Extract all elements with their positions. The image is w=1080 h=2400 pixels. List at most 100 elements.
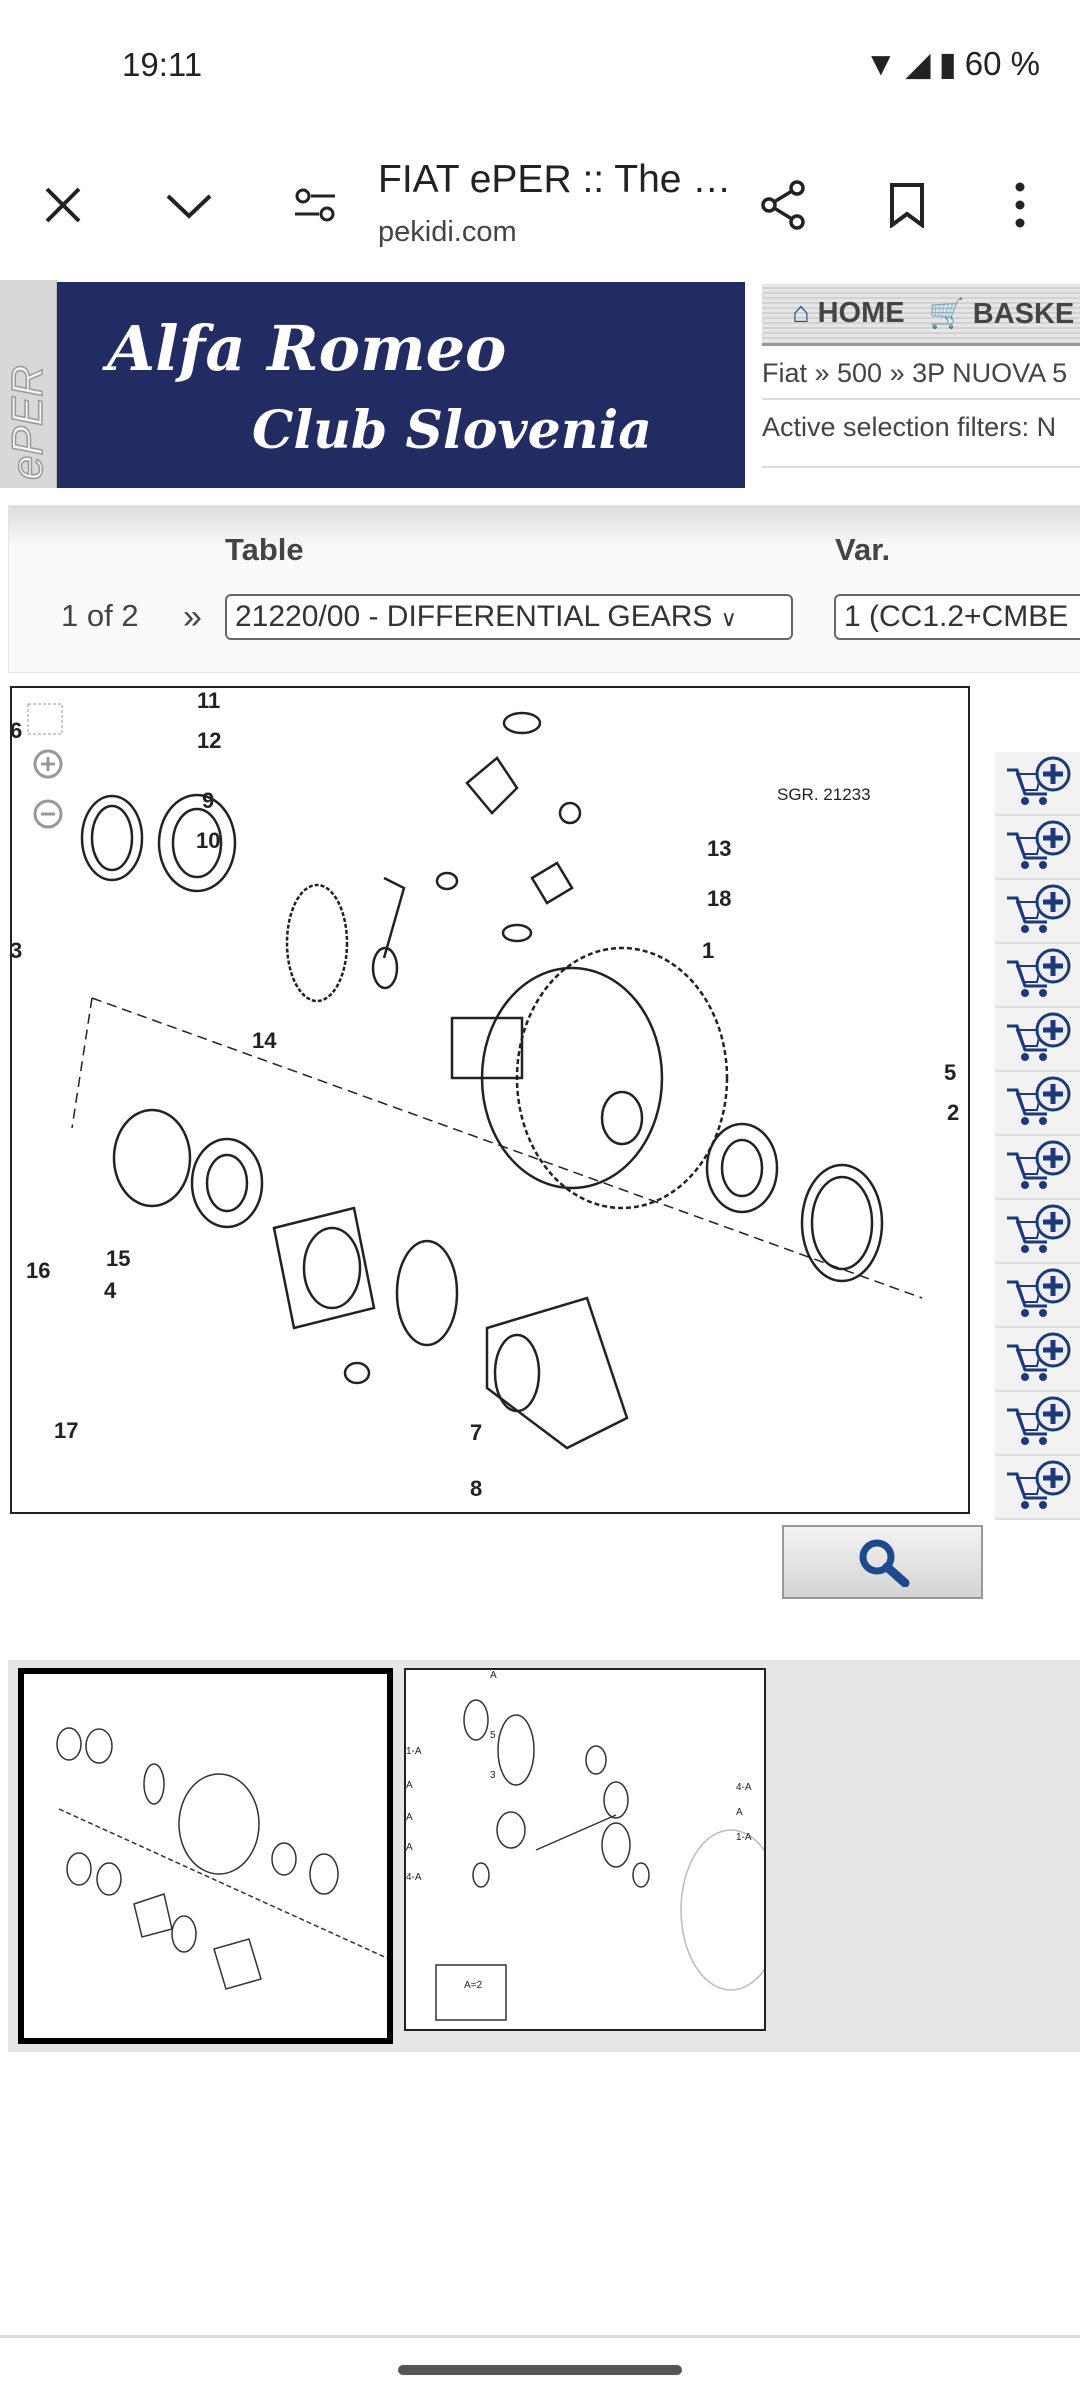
- thumb-callout: A: [736, 1807, 743, 1818]
- cart-plus-icon: [1006, 1140, 1070, 1189]
- add-to-cart-button[interactable]: [995, 752, 1080, 816]
- active-filters: Active selection filters: N: [762, 412, 1057, 442]
- cart-plus-icon: [1006, 1396, 1070, 1445]
- cart-plus-icon: [1006, 948, 1070, 997]
- add-to-cart-button[interactable]: [995, 1008, 1080, 1072]
- bookmark-icon[interactable]: [872, 170, 942, 240]
- page-indicator: 1 of 2: [61, 598, 139, 633]
- callout-label[interactable]: 5: [944, 1060, 956, 1085]
- thumb-callout: 1-A: [406, 1746, 422, 1757]
- callout-label[interactable]: 7: [470, 1420, 482, 1445]
- table-select[interactable]: 21220/00 - DIFFERENTIAL GEARS ∨: [225, 594, 793, 640]
- thumb-callout: 1-A: [736, 1832, 752, 1843]
- cart-icon: 🛒: [928, 297, 965, 330]
- cart-plus-icon: [1006, 1012, 1070, 1061]
- add-to-cart-button[interactable]: [995, 1072, 1080, 1136]
- reference-label: SGR. 21233: [777, 785, 871, 804]
- more-menu-icon[interactable]: [985, 170, 1055, 240]
- home-link[interactable]: ⌂ HOME: [792, 297, 905, 329]
- thumb-callout: 3: [490, 1770, 496, 1781]
- thumb-callout: A: [490, 1670, 497, 1681]
- add-to-cart-button[interactable]: [995, 816, 1080, 880]
- cart-plus-icon: [1006, 1076, 1070, 1125]
- callout-label[interactable]: 11: [197, 688, 220, 713]
- zoom-out-icon: [33, 799, 63, 829]
- gesture-handle[interactable]: [398, 2365, 682, 2375]
- nav-divider: [0, 2335, 1080, 2338]
- clock: 19:11: [122, 46, 203, 83]
- search-icon: [859, 1539, 909, 1587]
- callout-label[interactable]: 16: [26, 1258, 50, 1283]
- add-to-cart-column: [995, 752, 1080, 1520]
- var-label: Var.: [835, 532, 891, 567]
- page-title[interactable]: FIAT ePER :: The …: [378, 158, 732, 201]
- callout-label[interactable]: 2: [947, 1100, 959, 1125]
- cart-plus-icon: [1006, 1332, 1070, 1381]
- thumb-callout: A: [406, 1842, 413, 1853]
- divider: [762, 466, 1080, 468]
- callout-label[interactable]: 12: [197, 728, 221, 753]
- add-to-cart-button[interactable]: [995, 1264, 1080, 1328]
- callout-label[interactable]: 3: [10, 938, 22, 963]
- breadcrumb[interactable]: Fiat » 500 » 3P NUOVA 5: [762, 358, 1068, 388]
- thumb-callout: A=2: [464, 1980, 483, 1991]
- cart-plus-icon: [1006, 884, 1070, 933]
- callout-label[interactable]: 15: [106, 1246, 130, 1271]
- site-header: ePER Alfa Romeo Club Slovenia ⌂ HOME 🛒 B…: [0, 280, 1080, 490]
- callout-label[interactable]: 17: [54, 1418, 78, 1443]
- search-button[interactable]: [782, 1525, 983, 1599]
- zoom-in-icon: [33, 749, 63, 779]
- cart-plus-icon: [1006, 756, 1070, 805]
- callout-label[interactable]: 14: [252, 1028, 277, 1053]
- callout-label[interactable]: 13: [707, 836, 731, 861]
- callout-label[interactable]: 8: [470, 1476, 482, 1501]
- parts-diagram[interactable]: 11 12 9 10 13 18 1 14 5 2 15 4 16 17 7 8 6 3 SGR. 21233: [10, 686, 970, 1514]
- callout-label[interactable]: 1: [702, 938, 714, 963]
- share-icon[interactable]: [748, 170, 818, 240]
- callout-label[interactable]: 18: [707, 886, 731, 911]
- table-label: Table: [225, 532, 304, 567]
- add-to-cart-button[interactable]: [995, 1328, 1080, 1392]
- status-bar: 19:11 ▼ ◢ ▮ 60 %: [0, 0, 1080, 130]
- svg-text:ePER: ePER: [3, 365, 52, 480]
- thumb-callout: 5: [490, 1730, 496, 1741]
- thumb-callout: 4-A: [406, 1872, 422, 1883]
- next-table-link[interactable]: »: [183, 598, 202, 636]
- wifi-icon: ▼: [864, 44, 898, 82]
- table-selector: Table Var. 1 of 2 » 21220/00 - DIFFERENT…: [8, 505, 1080, 673]
- add-to-cart-button[interactable]: [995, 944, 1080, 1008]
- divider: [762, 398, 1080, 400]
- browser-toolbar: FIAT ePER :: The … pekidi.com: [0, 130, 1080, 280]
- thumb-callout: A: [406, 1780, 413, 1791]
- callout-label[interactable]: 4: [104, 1278, 117, 1303]
- variant-select[interactable]: 1 (CC1.2+CMBE: [834, 594, 1080, 640]
- add-to-cart-button[interactable]: [995, 1392, 1080, 1456]
- battery-icon: ▮: [938, 45, 957, 82]
- eper-logo: ePER: [0, 280, 57, 488]
- page-url[interactable]: pekidi.com: [378, 216, 517, 248]
- add-to-cart-button[interactable]: [995, 1136, 1080, 1200]
- chevron-down-icon: ∨: [720, 606, 737, 631]
- callout-label[interactable]: 6: [10, 718, 22, 743]
- callout-label[interactable]: 10: [196, 828, 220, 853]
- site-settings-icon[interactable]: [280, 170, 350, 240]
- home-icon: ⌂: [792, 297, 810, 329]
- cart-plus-icon: [1006, 1268, 1070, 1317]
- thumb-callout: 4-A: [736, 1782, 752, 1793]
- cart-plus-icon: [1006, 1204, 1070, 1253]
- zoom-controls[interactable]: [27, 703, 63, 829]
- club-logo[interactable]: Alfa Romeo Club Slovenia: [57, 282, 745, 488]
- add-to-cart-button[interactable]: [995, 880, 1080, 944]
- top-nav: ⌂ HOME 🛒 BASKE: [762, 284, 1080, 346]
- cart-plus-icon: [1006, 820, 1070, 869]
- add-to-cart-button[interactable]: [995, 1200, 1080, 1264]
- chevron-down-icon[interactable]: [154, 170, 224, 240]
- callout-label[interactable]: 9: [202, 788, 214, 813]
- add-to-cart-button[interactable]: [995, 1456, 1080, 1520]
- signal-icon: ◢: [905, 45, 931, 82]
- battery-level: 60 %: [964, 44, 1040, 82]
- basket-link[interactable]: 🛒 BASKE: [928, 297, 1075, 330]
- close-icon[interactable]: [28, 170, 98, 240]
- thumbnail-1-selected[interactable]: [18, 1668, 393, 2044]
